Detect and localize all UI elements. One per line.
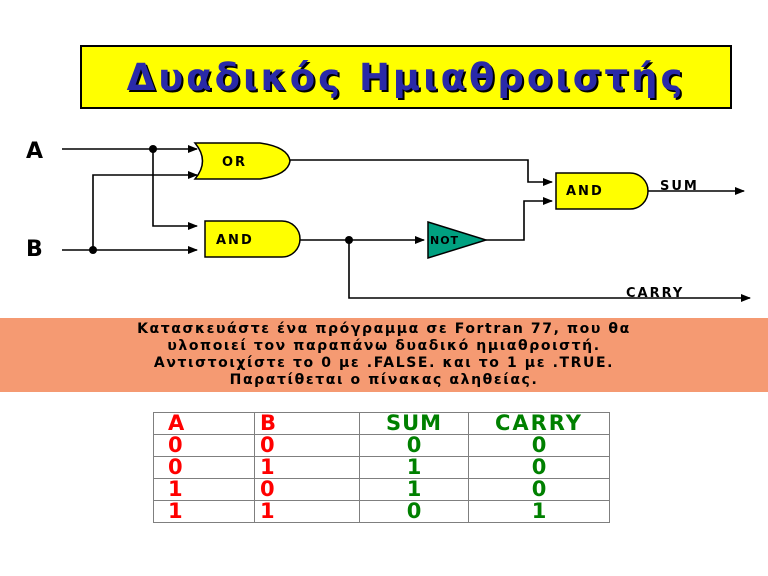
cell-b: 0: [254, 478, 360, 501]
header-a: A: [153, 412, 255, 435]
table-row: 0 1 1 0: [153, 456, 610, 479]
and-gate-2-label: AND: [566, 184, 604, 199]
task-description: Κατασκευάστε ένα πρόγραμμα σε Fortran 77…: [0, 318, 768, 392]
junction-and1: [345, 236, 353, 244]
header-carry: CARRY: [468, 412, 610, 435]
cell-b: 1: [254, 500, 360, 523]
cell-a: 1: [153, 478, 255, 501]
junction-b: [89, 246, 97, 254]
cell-carry: 0: [468, 456, 610, 479]
task-line-4: Παρατίθεται ο πίνακας αληθείας.: [229, 372, 539, 388]
header-b: B: [254, 412, 360, 435]
cell-a: 0: [153, 434, 255, 457]
truth-table-header: A B SUM CARRY: [153, 412, 610, 435]
task-line-2: υλοποιεί τον παραπάνω δυαδικό ημιαθροιστ…: [167, 338, 601, 354]
wires: [62, 145, 751, 302]
cell-b: 1: [254, 456, 360, 479]
not-gate: [427, 220, 489, 260]
header-sum: SUM: [359, 412, 469, 435]
cell-a: 1: [153, 500, 255, 523]
table-row: 1 1 0 1: [153, 500, 610, 523]
and-gate-1: [204, 220, 301, 258]
cell-b: 0: [254, 434, 360, 457]
half-adder-circuit: A B OR AND NOT AND SUM CARRY: [26, 139, 751, 302]
cell-sum: 1: [359, 456, 469, 479]
title-banner: Δυαδικός Ημιαθροιστής: [80, 45, 732, 109]
output-carry-label: CARRY: [626, 286, 684, 301]
cell-carry: 0: [468, 478, 610, 501]
input-a-label: A: [26, 139, 43, 164]
output-sum-label: SUM: [660, 179, 699, 194]
cell-a: 0: [153, 456, 255, 479]
and-gate-2: [555, 172, 649, 210]
truth-table: A B SUM CARRY 0 0 0 0 0 1 1 0 1 0 1 0 1 …: [153, 412, 610, 523]
table-row: 0 0 0 0: [153, 434, 610, 457]
or-gate: [193, 142, 291, 180]
and-gate-1-label: AND: [216, 233, 254, 248]
cell-sum: 0: [359, 434, 469, 457]
page-title: Δυαδικός Ημιαθροιστής: [126, 55, 686, 99]
cell-sum: 0: [359, 500, 469, 523]
input-b-label: B: [26, 237, 43, 262]
table-row: 1 0 1 0: [153, 478, 610, 501]
or-gate-label: OR: [222, 155, 247, 170]
junction-a: [149, 145, 157, 153]
cell-sum: 1: [359, 478, 469, 501]
cell-carry: 0: [468, 434, 610, 457]
task-line-1: Κατασκευάστε ένα πρόγραμμα σε Fortran 77…: [137, 321, 631, 337]
cell-carry: 1: [468, 500, 610, 523]
task-line-3: Αντιστοιχίστε το 0 με .FALSE. και το 1 μ…: [153, 355, 615, 371]
not-gate-label: NOT: [430, 234, 459, 247]
